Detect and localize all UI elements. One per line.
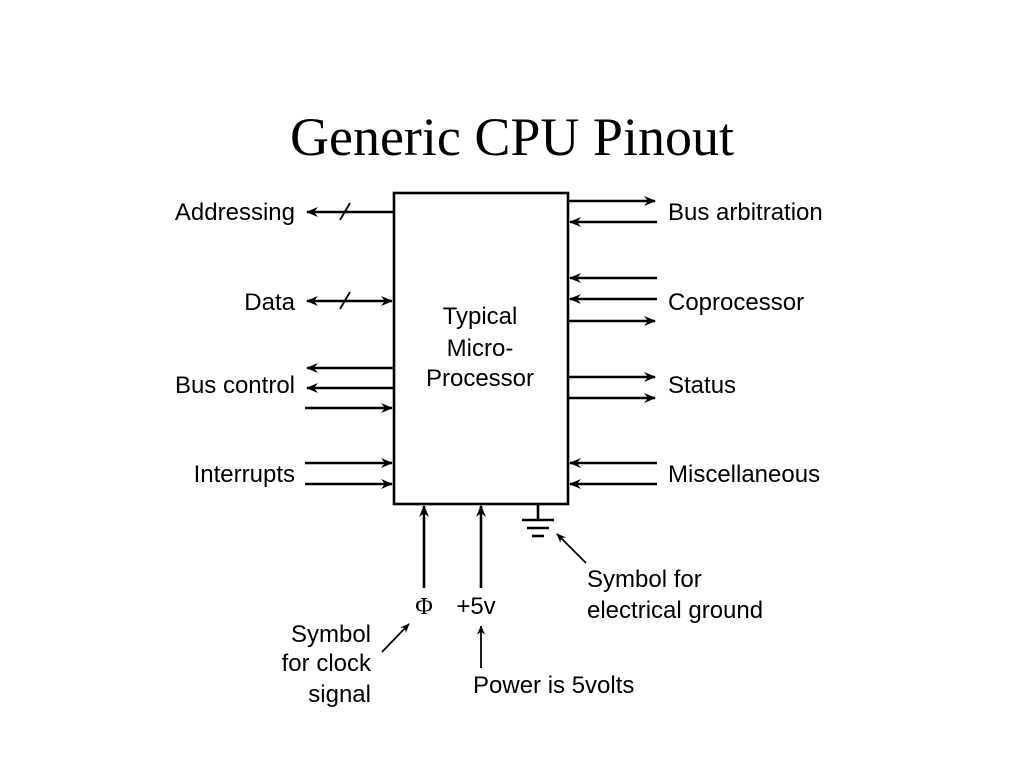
clock-note-pointer [381,623,410,653]
ground-note-line-1: Symbol for [587,566,702,593]
power-5v-label: +5v [456,593,495,620]
clock-note-line-3: signal [308,681,371,708]
bus-arbitration-pin-group: Bus arbitration [568,196,823,227]
addressing-pin-group: Addressing [175,199,394,226]
ground-note-pointer [556,533,587,564]
chip-label-line-3: Processor [426,365,534,392]
chip-label-line-1: Typical [443,303,518,330]
coprocessor-label: Coprocessor [668,289,804,316]
miscellaneous-pin-group: Miscellaneous [569,458,820,489]
miscellaneous-label: Miscellaneous [668,461,820,488]
clock-note-line-2: for clock [282,650,372,677]
clock-pin-group: Φ Symbol for clock signal [282,505,433,708]
bus-arbitration-label: Bus arbitration [668,199,823,226]
slide-title: Generic CPU Pinout [290,107,734,167]
addressing-label: Addressing [175,199,295,226]
interrupts-label: Interrupts [194,461,295,488]
clock-phi-symbol: Φ [415,594,433,620]
bus-control-pin-group: Bus control [175,363,394,413]
ground-symbol-icon [522,518,554,538]
power-note: Power is 5volts [473,672,634,699]
ground-note-line-2: electrical ground [587,597,763,624]
power-pin-group: +5v Power is 5volts [456,505,634,699]
status-pin-group: Status [568,372,736,403]
data-pin-group: Data [244,289,393,316]
clock-note-line-1: Symbol [291,621,371,648]
data-bus-slash [339,291,351,310]
ground-pin-group: Symbol for electrical ground [522,504,763,624]
microprocessor-box [392,191,570,506]
addressing-bus-slash [339,202,351,221]
bus-control-label: Bus control [175,372,295,399]
coprocessor-pin-group: Coprocessor [568,273,804,326]
interrupts-pin-group: Interrupts [194,458,393,489]
status-label: Status [668,372,736,399]
chip-label-line-2: Micro- [447,335,514,362]
data-label: Data [244,289,295,316]
